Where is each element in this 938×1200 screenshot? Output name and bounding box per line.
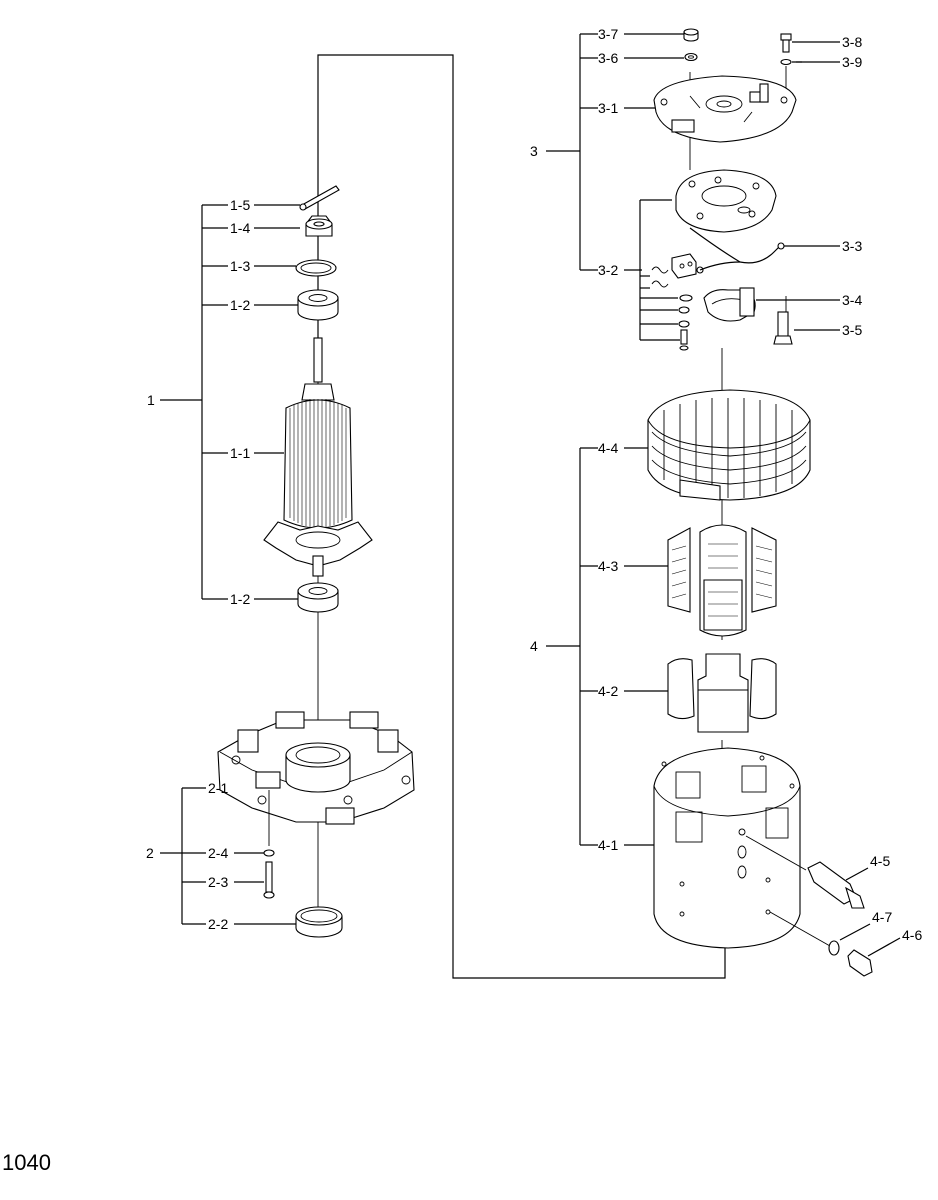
- callout-labels: 1 1-1 1-2 1-2 1-3 1-4 1-5 2 2-1 2-2 2-3 …: [146, 26, 922, 943]
- callout-4-5: 4-5: [870, 853, 890, 869]
- callout-4-4: 4-4: [598, 440, 618, 456]
- lead-wire-3-3: [689, 227, 840, 274]
- callout-1-4: 1-4: [230, 220, 250, 236]
- callout-2-2: 2-2: [208, 916, 228, 932]
- callout-2-3: 2-3: [208, 874, 228, 890]
- bolt-4-6: [847, 937, 901, 977]
- callout-4-3: 4-3: [598, 558, 618, 574]
- brush-cover-3-4: [703, 287, 840, 322]
- callout-3-6: 3-6: [598, 50, 618, 66]
- callout-3-1: 3-1: [598, 100, 618, 116]
- callout-3-7: 3-7: [598, 26, 618, 42]
- page-number: 1040: [2, 1150, 51, 1175]
- cap-3-7: [683, 28, 699, 42]
- castle-nut-1-4: [305, 215, 333, 237]
- terminal-hardware-3-2: [651, 253, 697, 351]
- rotor-armature-1-1: [263, 337, 373, 577]
- group-4-bracket: [546, 447, 668, 846]
- washer-2-4: [263, 849, 275, 857]
- callout-1-2-top: 1-2: [230, 297, 250, 313]
- yoke-frame-4-1: [653, 747, 801, 949]
- callout-3: 3: [530, 143, 538, 159]
- callout-1-2-bottom: 1-2: [230, 591, 250, 607]
- callout-3-9: 3-9: [842, 54, 862, 70]
- group-1-bracket: [160, 204, 300, 600]
- callout-4: 4: [530, 638, 538, 654]
- callout-1: 1: [147, 392, 155, 408]
- callout-4-2: 4-2: [598, 683, 618, 699]
- callout-3-8: 3-8: [842, 34, 862, 50]
- field-coils-4-3: [667, 524, 777, 637]
- cotter-pin-1-5: [299, 185, 340, 211]
- bearing-1-2-bottom: [297, 582, 339, 613]
- terminal-stud-4-5: [745, 835, 869, 909]
- group-3-bracket: [546, 33, 684, 341]
- brush-plate-3-2: [675, 169, 777, 233]
- callout-2: 2: [146, 845, 154, 861]
- bolt-2-3: [263, 861, 275, 899]
- bearing-1-2-top: [297, 289, 339, 321]
- end-bracket-2-1: [217, 711, 415, 846]
- pole-pieces-4-2: [667, 653, 777, 733]
- ring-2-2: [295, 906, 343, 938]
- bolt-3-5: [773, 296, 840, 345]
- callout-3-4: 3-4: [842, 292, 862, 308]
- callout-3-3: 3-3: [842, 238, 862, 254]
- washer-3-6: [684, 52, 698, 62]
- callout-4-6: 4-6: [902, 927, 922, 943]
- callout-2-4: 2-4: [208, 845, 228, 861]
- callout-1-1: 1-1: [230, 445, 250, 461]
- snap-ring-1-3: [295, 259, 337, 277]
- callout-1-3: 1-3: [230, 258, 250, 274]
- washer-3-9: [780, 58, 840, 95]
- callout-3-2: 3-2: [598, 262, 618, 278]
- brush-holder-plate-3-1: [653, 75, 797, 143]
- callout-4-7: 4-7: [872, 909, 892, 925]
- bolt-3-8: [780, 33, 840, 53]
- callout-3-5: 3-5: [842, 322, 862, 338]
- callout-4-1: 4-1: [598, 837, 618, 853]
- washer-4-7: [769, 911, 871, 956]
- assembly-connector-line: [317, 54, 726, 979]
- callout-2-1: 2-1: [208, 780, 228, 796]
- callout-1-5: 1-5: [230, 197, 250, 213]
- cage-cover-4-4: [647, 389, 811, 501]
